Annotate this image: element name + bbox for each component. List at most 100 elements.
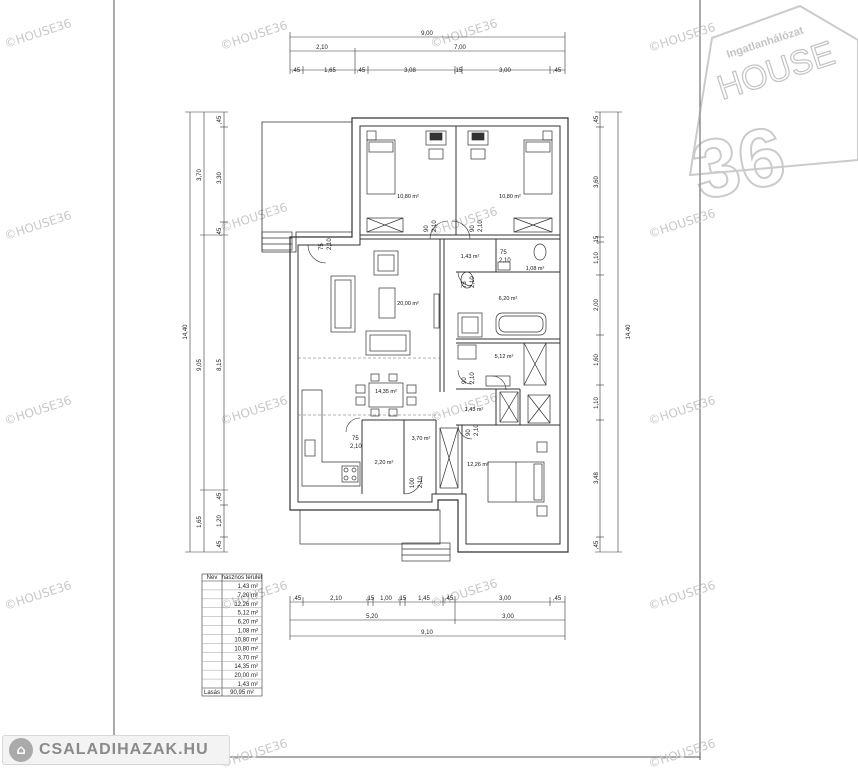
- nightstand-icon: [366, 130, 377, 141]
- wardrobe-icon: [439, 427, 459, 489]
- exterior-walls: [261, 117, 569, 553]
- bottom-dim-row2: 3,00: [502, 614, 514, 620]
- top-dimensions: [289, 32, 566, 74]
- kitchen-counter-icon: [301, 389, 361, 487]
- left-dim-col2: 1,65: [197, 516, 203, 528]
- right-dim-col: ,45: [594, 115, 600, 124]
- terrace-steps: [261, 231, 293, 251]
- left-dim-col3: 1,20: [217, 515, 223, 527]
- kitchen-dining-furniture: [301, 373, 417, 487]
- room-area-label: 5,12 m²: [495, 354, 514, 360]
- inner-wall: [297, 125, 561, 545]
- top-dim-row3: 3,00: [499, 68, 511, 74]
- tv-unit-icon: [433, 293, 440, 329]
- door-label: 2,10: [418, 476, 424, 488]
- zone-lines: [298, 357, 440, 416]
- left-dim-overall: 14,40: [183, 324, 189, 340]
- right-dim-col: 3,48: [594, 472, 600, 484]
- chair-icon: [470, 148, 486, 160]
- door-label: 2,10: [478, 220, 484, 232]
- left-dim-col3: ,45: [217, 540, 223, 549]
- top-dim-overall: 9,00: [421, 31, 433, 37]
- desk-icon: [425, 130, 447, 146]
- door-label: 90: [470, 225, 476, 232]
- room-area-label: 6,20 m²: [499, 296, 518, 302]
- bottom-dim-row1: ,45: [445, 596, 454, 602]
- bottom-dim-row1: ,15: [366, 596, 375, 602]
- site-badge[interactable]: ⌂ CSALADIHAZAK.HU: [2, 735, 230, 765]
- door-label: 75: [500, 250, 507, 256]
- door-label: 75: [352, 436, 359, 442]
- sofa-icon: [330, 275, 356, 333]
- porch-slab: [299, 509, 441, 545]
- living-furniture: [330, 250, 440, 356]
- chair-icon: [406, 396, 417, 406]
- left-dim-col2: 9,05: [197, 359, 203, 371]
- door-label: 2,10: [350, 444, 362, 450]
- room-area-label: 1,43 m²: [461, 254, 480, 260]
- bottom-dim-row2: 5,20: [366, 614, 378, 620]
- right-dim-col: 1,10: [594, 252, 600, 264]
- top-dim-row3: 1,65: [324, 68, 336, 74]
- bottom-dimensions: [289, 596, 566, 640]
- left-dim-col3: 8,15: [217, 359, 223, 371]
- bottom-dim-row1: ,15: [398, 596, 407, 602]
- bottom-dim-row1: ,45: [293, 596, 302, 602]
- right-dim-col: 1,10: [594, 397, 600, 409]
- top-dim-row2: 7,00: [454, 45, 466, 51]
- left-dim-col2: 3,70: [197, 169, 203, 181]
- door-label: 75: [319, 243, 325, 250]
- right-dim-col: ,15: [594, 235, 600, 244]
- bottom-dim-row1: 2,10: [330, 596, 342, 602]
- house-icon: ⌂: [9, 738, 33, 762]
- nightstand-icon: [542, 130, 553, 141]
- wardrobe-icon: [527, 394, 551, 424]
- door-label: 75: [462, 281, 468, 288]
- room-area-label: 20,00 m²: [397, 301, 419, 307]
- interior-partitions: [360, 126, 560, 494]
- right-dimensions: [595, 111, 622, 553]
- chair-icon: [370, 373, 380, 382]
- bottom-dim-row1: 3,00: [499, 596, 511, 602]
- top-dim-row3: 3,08: [404, 68, 416, 74]
- door-label: 2,10: [474, 424, 480, 436]
- room-area-label: 10,80 m²: [499, 194, 521, 200]
- door-labels: 75 2,10 90 2,10 90 2,10 75 2,10 75 2,10 …: [319, 220, 511, 488]
- right-dim-col: ,45: [594, 540, 600, 549]
- right-dim-col: 1,60: [594, 354, 600, 366]
- chair-icon: [355, 396, 366, 406]
- right-dim-overall: 14,40: [626, 324, 632, 340]
- bedroom-left-furniture: [366, 130, 447, 233]
- sofa-icon: [365, 330, 411, 356]
- top-dim-row3: ,45: [357, 68, 366, 74]
- left-dim-col3: 3,30: [217, 172, 223, 184]
- bedroom-right-furniture: [467, 130, 553, 233]
- area-table-total-label: Lasás: [204, 690, 220, 696]
- right-dim-col: 2,00: [594, 299, 600, 311]
- left-dimensions: [185, 111, 228, 553]
- desk-icon: [467, 130, 489, 146]
- room-area-label: 1,08 m²: [526, 266, 545, 272]
- sink-icon: [304, 439, 316, 457]
- area-table-row-value: 3,70 m²: [238, 655, 258, 661]
- room-area-label: 12,26 m²: [467, 462, 489, 468]
- door-label: 2,10: [499, 258, 511, 264]
- area-table-total-value: 90,95 m²: [230, 690, 254, 696]
- wardrobe-icon: [366, 217, 404, 233]
- room-area-label: 3,70 m²: [412, 436, 431, 442]
- nightstand-icon: [536, 441, 548, 453]
- wardrobe-icon: [513, 217, 553, 233]
- stove-icon: [341, 465, 359, 483]
- boiler-icon: [499, 391, 519, 423]
- area-table-row-value: 12,26 m²: [234, 602, 258, 608]
- left-dim-col3: ,45: [217, 115, 223, 124]
- coffee-table-icon: [378, 287, 396, 319]
- chair-icon: [406, 384, 417, 394]
- top-dim-row3: ,45: [292, 68, 301, 74]
- bottom-dim-overall: 9,10: [421, 630, 433, 636]
- room-area-label: 1,43 m²: [465, 407, 484, 413]
- area-table-row-value: 1,43 m²: [238, 682, 258, 688]
- chair-icon: [370, 408, 380, 417]
- chair-icon: [428, 148, 444, 160]
